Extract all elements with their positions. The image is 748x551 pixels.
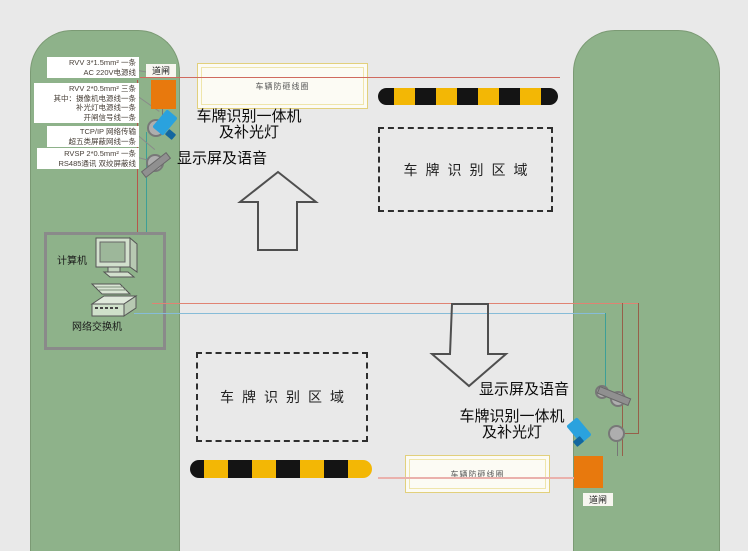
exit-camera-stub-wire [625, 433, 638, 434]
cross-road-power-wire [152, 303, 638, 304]
exit-gate-cabinet [574, 456, 603, 488]
exit-loop-wire [378, 477, 574, 479]
entry-teal-riser-wire [146, 132, 147, 232]
computer-label: 计算机 [57, 256, 87, 267]
network-switch-icon [90, 295, 138, 317]
cable-note-rvv: RVV 2*0.5mm² 三条 其中：摄像机电源线一条 补光灯电源线一条 开闸信… [34, 83, 139, 123]
exit-gate-riser-wire [622, 303, 623, 456]
entry-direction-arrow [237, 170, 319, 251]
cable-note-network: TCP/IP 网络传输 超五类屏蔽网线一条 [47, 126, 139, 147]
exit-zone-label: 车牌识别区域 [220, 389, 352, 405]
entry-gate-label: 道闸 [146, 64, 176, 77]
exit-camera-gate-wire [617, 441, 618, 456]
exit-loop-coil: 车辆防砸线圈 [405, 455, 550, 493]
entry-gate-cabinet [151, 80, 176, 109]
exit-gate-label: 道闸 [583, 493, 613, 506]
exit-loop-label: 车辆防砸线圈 [450, 469, 505, 479]
entry-loop-coil: 车辆防砸线圈 [197, 63, 368, 109]
exit-camera-pole-icon [608, 425, 625, 442]
entry-zone-label: 车牌识别区域 [403, 161, 536, 178]
network-switch-label: 网络交换机 [72, 322, 122, 333]
exit-recognition-zone: 车牌识别区域 [196, 352, 368, 442]
entry-power-wire [140, 77, 560, 78]
exit-display-riser-wire [605, 313, 606, 393]
exit-camera-riser-wire [638, 303, 639, 434]
exit-direction-arrow [429, 303, 509, 388]
cable-note-power: RVV 3*1.5mm² 一条 AC 220V电源线 [47, 57, 139, 78]
entry-camera-label: 车牌识别一体机 及补光灯 [196, 108, 302, 141]
control-room-box [44, 232, 166, 350]
entry-barrier-arm [378, 88, 558, 105]
cross-road-network-wire [134, 313, 605, 314]
entry-loop-label: 车辆防砸线圈 [255, 81, 310, 91]
cable-note-rs485: RVSP 2*0.5mm² 一条 RS485通讯 双绞屏蔽线 [37, 148, 139, 169]
computer-icon [90, 236, 138, 295]
exit-barrier-arm [190, 460, 372, 478]
entry-recognition-zone: 车牌识别区域 [378, 127, 553, 212]
exit-camera-label: 车牌识别一体机 及补光灯 [459, 408, 565, 441]
entry-display-label: 显示屏及语音 [177, 150, 268, 167]
exit-display-label: 显示屏及语音 [479, 381, 570, 398]
